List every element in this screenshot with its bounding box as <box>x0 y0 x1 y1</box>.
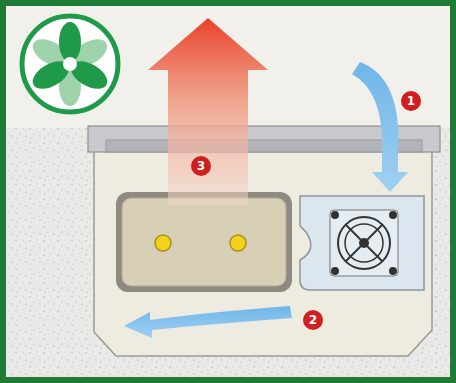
fan-unit <box>300 196 424 290</box>
callout-number: 3 <box>191 156 211 176</box>
air-flow-arrow <box>124 306 292 338</box>
brand-logo <box>19 13 121 115</box>
callout-circle <box>191 156 211 176</box>
callout-circle <box>303 310 323 330</box>
cool-air-inflow-arrow <box>352 62 408 192</box>
callout-circle <box>401 91 421 111</box>
callout-number: 1 <box>401 91 421 111</box>
warm-air-arrow <box>148 18 268 205</box>
heat-exchanger <box>116 192 292 292</box>
callout-number: 2 <box>303 310 323 330</box>
fan-symbol <box>330 210 398 276</box>
